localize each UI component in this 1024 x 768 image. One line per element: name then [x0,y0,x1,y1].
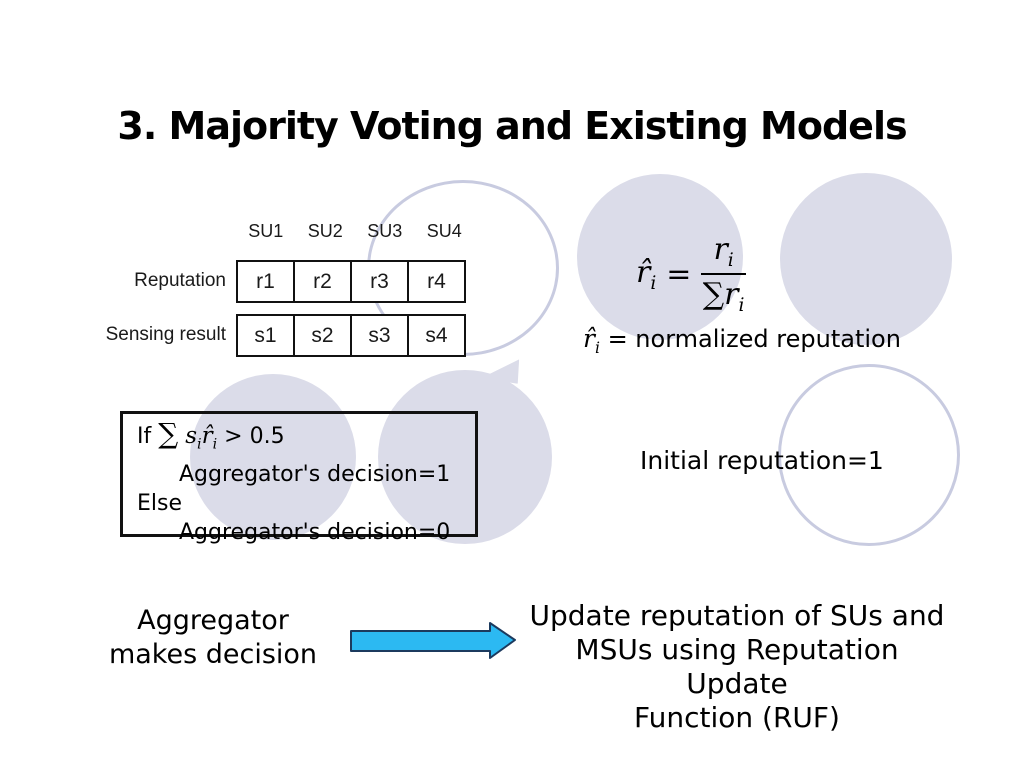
decor-circle-box-right [378,370,552,544]
update-reputation-label: Update reputation of SUs and MSUs using … [521,599,953,735]
decision-if-line: If ∑ sir̂i > 0.5 [137,417,285,453]
slide-title: 3. Majority Voting and Existing Models [117,104,907,148]
col-header-su2: SU2 [307,221,343,241]
table-cell: r3 [350,260,409,303]
table-cell: r1 [236,260,295,303]
initial-reputation-label: Initial reputation=1 [640,446,884,475]
table-cell: s2 [293,314,352,357]
col-header-su4: SU4 [426,221,462,241]
table-cell: s1 [236,314,295,357]
decor-circle-box-left [190,374,356,540]
decision-rule-box: If ∑ sir̂i > 0.5 Aggregator's decision=1… [120,411,478,545]
table-cell: r2 [293,260,352,303]
row-label-sensing-result: Sensing result [105,324,226,345]
aggregator-line1: Aggregator [137,605,289,636]
col-header-su3: SU3 [367,221,403,241]
decor-circle-outline-right [778,364,960,546]
sensing-row: s1 s2 s3 s4 [236,314,466,357]
aggregator-decision-label: Aggregator makes decision [105,604,321,672]
update-line1: Update reputation of SUs and [529,599,945,632]
decor-circle-formula-left [577,174,743,340]
table-cell: s4 [407,314,466,357]
formula-equals: = [666,256,692,292]
table-cell: r4 [407,260,466,303]
normalized-reputation-note: r̂i = normalized reputation [583,324,901,357]
note-symbol: r̂i [583,324,600,357]
decision-else-line: Aggregator's decision=0 [179,519,451,545]
table-cell: s3 [350,314,409,357]
formula-lhs: r̂i [636,254,657,294]
row-label-reputation: Reputation [134,270,226,291]
fraction-denominator: ∑ri [702,277,745,316]
aggregator-line2: makes decision [108,639,318,670]
col-header-su1: SU1 [248,221,284,241]
decision-then-line: Aggregator's decision=1 [179,461,451,487]
normalized-reputation-formula: r̂i = ri ∑ri [636,232,746,316]
update-line2: MSUs using Reputation Update [575,633,899,700]
flow-arrow [350,622,516,659]
update-line3: Function (RUF) [634,701,840,734]
fraction-numerator: ri [701,232,746,275]
decor-circle-top-right [780,173,952,345]
formula-fraction: ri ∑ri [701,232,746,316]
table-column-headers: SU1 SU2 SU3 SU4 [236,221,474,242]
decision-else-keyword: Else [137,490,183,516]
reputation-row: r1 r2 r3 r4 [236,260,466,303]
note-text: = normalized reputation [607,325,901,353]
